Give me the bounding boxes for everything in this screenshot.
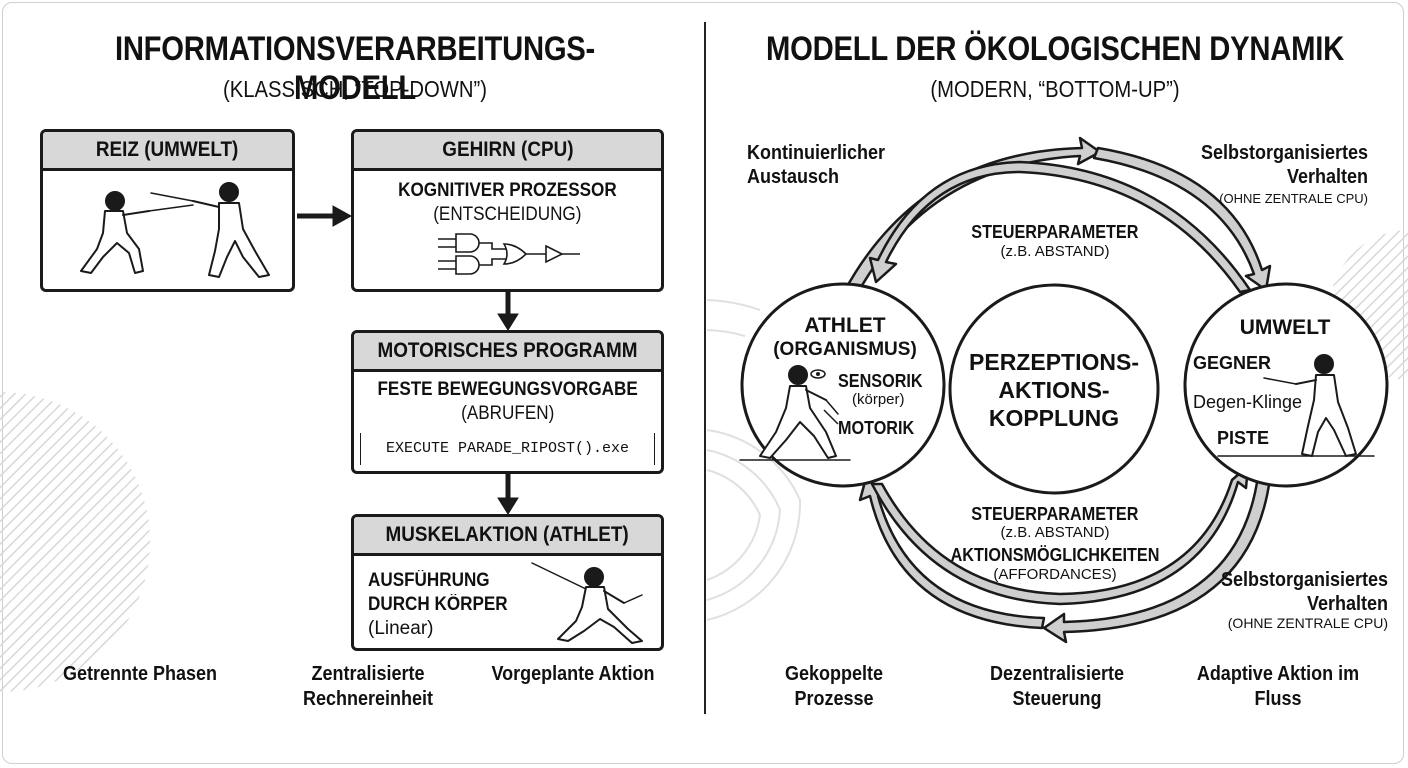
athlete-subtitle: (ORGANISMUS) [773,339,917,360]
environment-opponent: GEGNER [1193,353,1272,373]
panel-divider [704,22,706,714]
athlete-body: (körper) [852,391,905,408]
left-footer-1: Getrennte Phasen [62,663,218,685]
brain-header: GEHIRN (CPU) [354,132,661,171]
motor-program-box: MOTORISCHES PROGRAMM FESTE BEWEGUNGSVORG… [351,330,664,474]
bottom-arrow-title: STEUERPARAMETER [971,504,1139,524]
top-right-label: Selbstorganisiertes Verhalten [1200,142,1368,188]
eye-icon [810,369,826,379]
right-subtitle: (MODERN, “BOTTOM-UP”) [930,76,1180,102]
muscle-line2: DURCH KÖRPER [368,594,508,615]
left-subtitle: (KLASSISCH, “TOP-DOWN”) [223,76,487,102]
motor-line1: FESTE BEWEGUNGSVORGABE [377,379,638,400]
ripple-decor [706,299,802,621]
athlete-motor: MOTORIK [838,418,915,438]
opponent-fencer-figure [1217,354,1375,457]
brain-line1: KOGNITIVER PROZESSOR [398,180,617,201]
arrow-top-inner [868,160,1252,294]
fencer-left-body [80,210,144,274]
center-line2: AKTIONS- [998,377,1110,403]
right-footer-1: Gekoppelte Prozesse [784,663,884,710]
left-title: INFORMATIONSVERARBEITUNGS-MODELL [114,30,596,107]
motor-line2: (ABRUFEN) [460,403,555,424]
bottom-arrow-title2: AKTIONSMÖGLICHKEITEN [950,545,1160,565]
center-circle [948,283,1160,495]
lunging-fencer-figure [531,562,643,644]
fencer-right-body [208,202,270,278]
bottom-right-sub: (OHNE ZENTRALE CPU) [1227,615,1388,631]
environment-piste: PISTE [1217,428,1270,448]
top-arrow-sub: (z.B. ABSTAND) [1000,243,1110,260]
muscle-line3: (Linear) [368,618,434,639]
athlete-title: ATHLET [804,314,886,337]
environment-title: UMWELT [1239,316,1331,339]
stimulus-box: REIZ (UMWELT) [40,129,295,292]
muscle-action-box: MUSKELAKTION (ATHLET) AUSFÜHRUNG DURCH K… [351,514,664,651]
hatch-decor-left [0,392,150,692]
environment-blade: Degen-Klinge [1193,392,1303,412]
center-line3: KOPPLUNG [988,405,1120,431]
motor-header: MOTORISCHES PROGRAMM [354,333,661,372]
athlete-fencer-figure [739,365,851,461]
top-right-sub: (OHNE ZENTRALE CPU) [1219,191,1368,206]
athlete-circle [740,282,946,488]
arrow-bottom-outer [1042,474,1272,644]
brain-line2: (ENTSCHEIDUNG) [433,204,582,225]
top-arrow-title: STEUERPARAMETER [971,222,1139,242]
top-left-label: Kontinuierlicher Austausch [747,142,886,188]
right-footer-2: Dezentralisierte Steuerung [989,663,1125,710]
left-footer-2: Zentralisierte Rechnereinheit [302,663,434,710]
motor-code: EXECUTE PARADE_RIPOST().exe [360,433,655,465]
logic-gate-icon [438,233,580,275]
muscle-header: MUSKELAKTION (ATHLET) [354,517,661,556]
center-line1: PERZEPTIONS- [969,349,1139,375]
bottom-arrow-sub: (z.B. ABSTAND) [1000,524,1110,541]
right-title: MODELL DER ÖKOLOGISCHEN DYNAMIK [766,30,1344,68]
brain-box: GEHIRN (CPU) KOGNITIVER PROZESSOR (ENTSC… [351,129,664,292]
fencer-right-mask [219,182,239,202]
bottom-arrow-sub2: (AFFORDANCES) [993,566,1117,583]
stimulus-header: REIZ (UMWELT) [43,132,292,171]
fencers-figure [80,182,270,278]
right-footer-3: Adaptive Aktion im Fluss [1196,663,1360,710]
athlete-sensor: SENSORIK [838,371,923,391]
left-footer-3: Vorgeplante Aktion [491,663,655,685]
muscle-line1: AUSFÜHRUNG [368,570,490,591]
bottom-right-label: Selbstorganisiertes Verhalten [1220,569,1388,615]
